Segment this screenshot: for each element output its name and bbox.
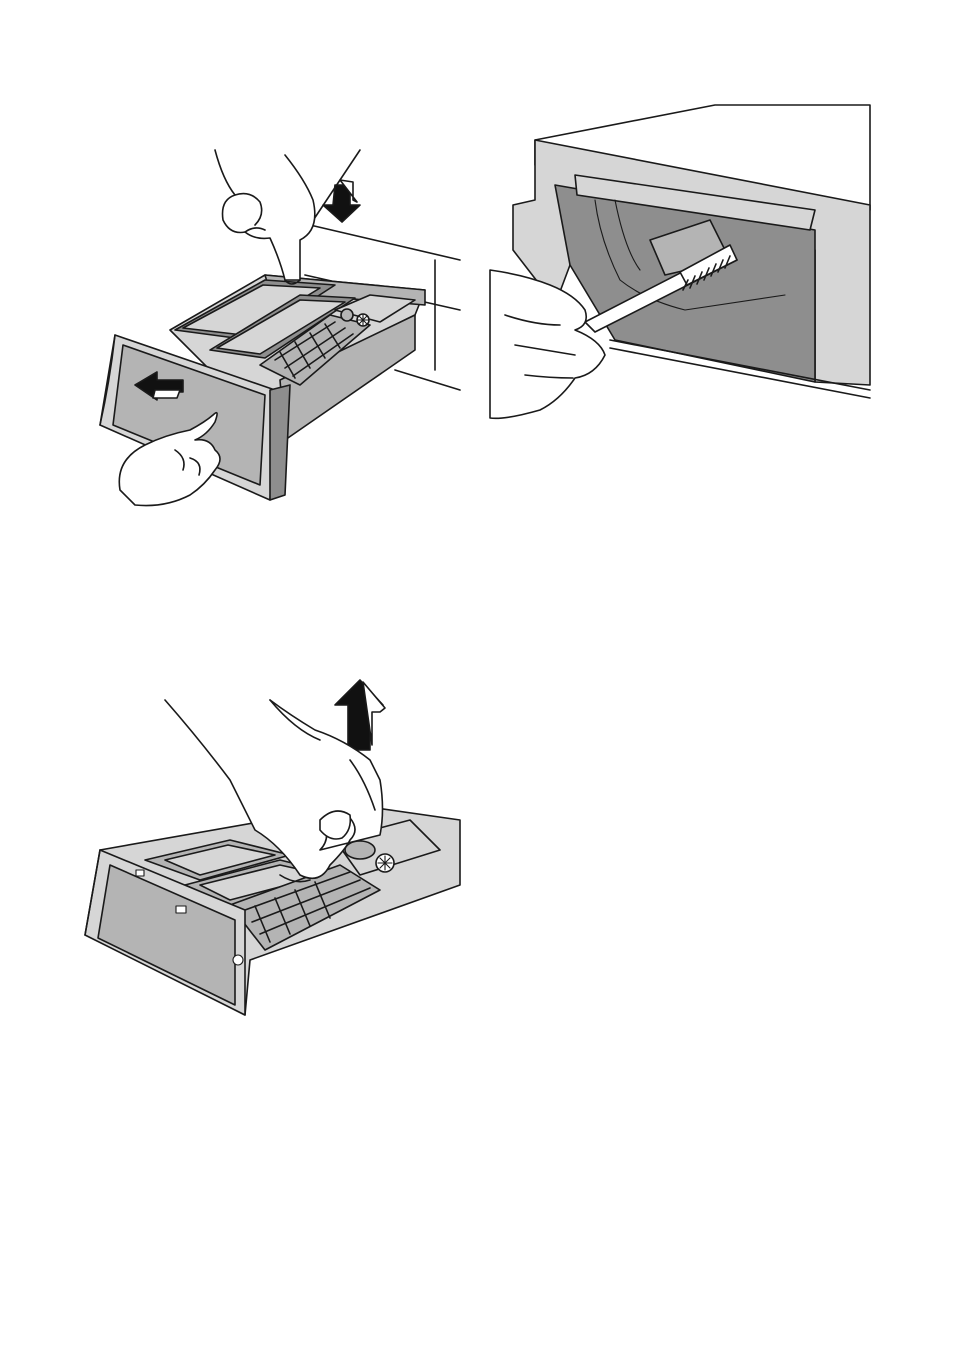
illustration-brush-clean (485, 100, 875, 430)
illustration-remove-drawer (95, 140, 465, 510)
push-down-arrow-icon (323, 180, 360, 222)
illustration-lift-siphon (80, 670, 465, 1020)
lift-up-arrow-icon (335, 680, 385, 750)
softener-flower-icon (357, 314, 369, 326)
softener-flower-icon (376, 854, 394, 872)
hand-icon (215, 150, 315, 284)
softener-flower-icon (233, 955, 243, 965)
